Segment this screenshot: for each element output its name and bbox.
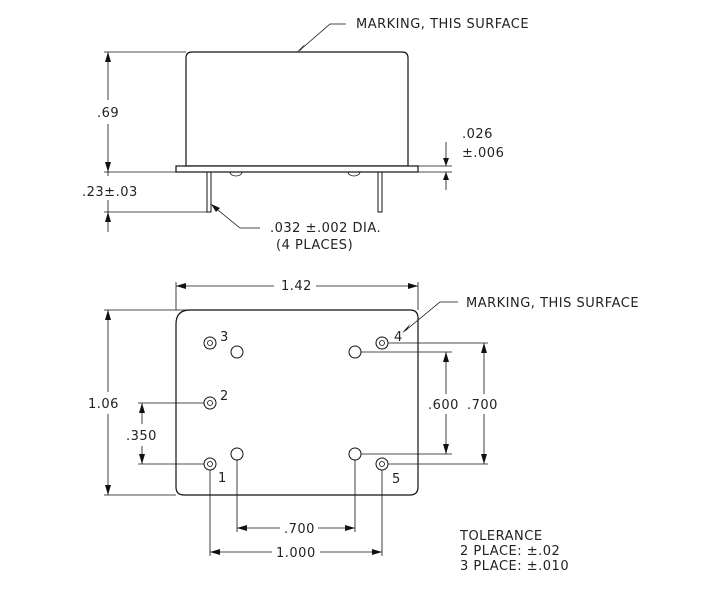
arrow-700v-up bbox=[481, 343, 487, 353]
pin-right-side bbox=[377, 171, 383, 213]
arrow-flange-up bbox=[443, 172, 449, 180]
pin-dia-arrow bbox=[211, 204, 220, 212]
flange-dim-value: .026 bbox=[462, 127, 493, 142]
height-dim-label: .69 bbox=[97, 106, 119, 121]
arrow-width-left bbox=[176, 283, 186, 289]
pin-label-5: 5 bbox=[392, 472, 401, 487]
pin-label-2: 2 bbox=[220, 389, 229, 404]
arrow-1000-right bbox=[372, 549, 382, 555]
arrow-106-down bbox=[105, 485, 111, 495]
spacing-350-label: .350 bbox=[126, 429, 157, 444]
spacing-700v-label: .700 bbox=[467, 398, 498, 413]
arrow-700v-down bbox=[481, 454, 487, 464]
marking-leader-side bbox=[299, 23, 346, 51]
pin-left-side bbox=[206, 171, 212, 213]
flange-dim-tol: ±.006 bbox=[462, 146, 504, 161]
pin-2-inner bbox=[207, 400, 213, 406]
pin-1-inner bbox=[207, 461, 213, 467]
arrow-350-up bbox=[139, 403, 145, 413]
marking-arrow-side bbox=[297, 44, 305, 52]
package-body-side bbox=[185, 51, 409, 167]
arrow-standoff-up bbox=[105, 212, 111, 222]
tolerance-line2: 3 PLACE: ±.010 bbox=[460, 559, 569, 574]
pin-label-1: 1 bbox=[218, 471, 227, 486]
marking-leader-top bbox=[405, 301, 458, 331]
arrow-700h-left bbox=[237, 525, 247, 531]
standoff-dim-label: .23±.03 bbox=[82, 185, 138, 200]
arrow-106-up bbox=[105, 310, 111, 320]
width-dim-label: 1.42 bbox=[281, 279, 312, 294]
pin-3-inner bbox=[207, 340, 213, 346]
arrow-width-right bbox=[408, 283, 418, 289]
flange-bump-right bbox=[347, 171, 361, 177]
pin-3-outer bbox=[203, 336, 217, 350]
pin-label-4: 4 bbox=[394, 330, 403, 345]
tolerance-title: TOLERANCE bbox=[459, 529, 543, 544]
side-view: MARKING, THIS SURFACE .69 .23±.03 .026 ±… bbox=[82, 17, 529, 253]
top-view: 1.42 1.06 3 2 1 4 bbox=[88, 279, 639, 561]
arrow-700h-right bbox=[345, 525, 355, 531]
spacing-600-label: .600 bbox=[428, 398, 459, 413]
pin-4-inner bbox=[379, 340, 385, 346]
pin-3-mount bbox=[230, 345, 244, 359]
tolerance-block: TOLERANCE 2 PLACE: ±.02 3 PLACE: ±.010 bbox=[459, 529, 569, 574]
pin-dia-line1: .032 ±.002 DIA. bbox=[270, 221, 381, 236]
arrow-height-up bbox=[105, 52, 111, 62]
arrow-600-up bbox=[443, 352, 449, 362]
arrow-350-down bbox=[139, 454, 145, 464]
tolerance-line1: 2 PLACE: ±.02 bbox=[460, 544, 560, 559]
package-flange bbox=[175, 165, 419, 173]
pin-dia-line2: (4 PLACES) bbox=[276, 238, 353, 253]
spacing-700h-label: .700 bbox=[284, 522, 315, 537]
arrow-1000-left bbox=[210, 549, 220, 555]
arrow-flange-down bbox=[443, 158, 449, 166]
marking-note-side: MARKING, THIS SURFACE bbox=[356, 17, 529, 32]
height-106-label: 1.06 bbox=[88, 397, 119, 412]
spacing-1000-label: 1.000 bbox=[276, 546, 316, 561]
pin-label-3: 3 bbox=[220, 330, 229, 345]
arrow-600-down bbox=[443, 444, 449, 454]
marking-arrow-top bbox=[402, 324, 410, 333]
arrow-height-down bbox=[105, 162, 111, 172]
pin-dia-leader bbox=[212, 205, 260, 229]
marking-note-top: MARKING, THIS SURFACE bbox=[466, 296, 639, 311]
pin-5-inner bbox=[379, 461, 385, 467]
flange-bump-left bbox=[229, 171, 243, 177]
